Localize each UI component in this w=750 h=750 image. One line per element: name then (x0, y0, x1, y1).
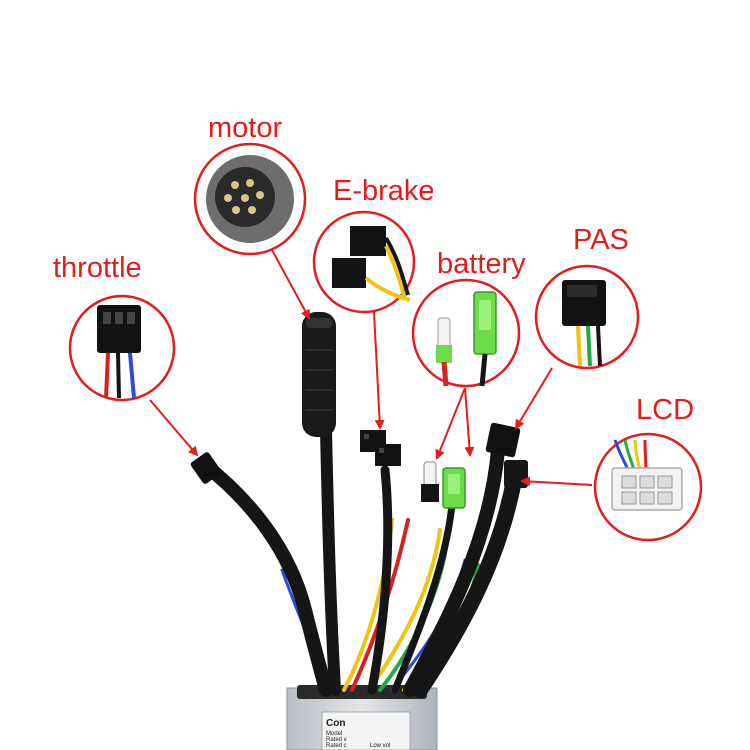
callout-lcd (593, 432, 703, 542)
callout-battery (411, 278, 521, 388)
callout-motor (193, 142, 307, 256)
label-battery: battery (437, 248, 526, 280)
battery-red-plug (421, 461, 439, 502)
ebrake-plug (360, 430, 401, 466)
arrow-lcd (520, 476, 593, 487)
arrow-battery-red (435, 387, 466, 460)
throttle-plug (190, 452, 222, 484)
arrow-motor (271, 249, 310, 320)
controller-label-line: Rated c (326, 743, 347, 749)
label-lcd: LCD (636, 394, 695, 426)
label-throttle: throttle (53, 252, 142, 284)
controller-label-line: Model (326, 731, 342, 737)
callout-pas (534, 264, 640, 370)
arrow-battery-green (464, 387, 475, 457)
label-pas: PAS (573, 224, 629, 256)
arrow-ebrake (373, 311, 385, 430)
callout-ebrake (312, 210, 416, 314)
pas-plug (485, 422, 521, 458)
lcd-plug (504, 460, 528, 488)
callout-throttle (68, 294, 176, 402)
battery-green-plug (442, 467, 466, 509)
arrow-pas (514, 367, 553, 430)
controller-label-line: Rated v (326, 737, 347, 743)
label-ebrake: E-brake (333, 175, 435, 207)
label-motor: motor (208, 112, 283, 144)
arrows (149, 249, 593, 487)
motor-plug (302, 312, 336, 437)
controller-label-line: Con (326, 718, 345, 729)
black-cables (198, 424, 523, 698)
arrow-throttle (149, 399, 199, 457)
controller-label-line: Low vol (370, 743, 390, 749)
